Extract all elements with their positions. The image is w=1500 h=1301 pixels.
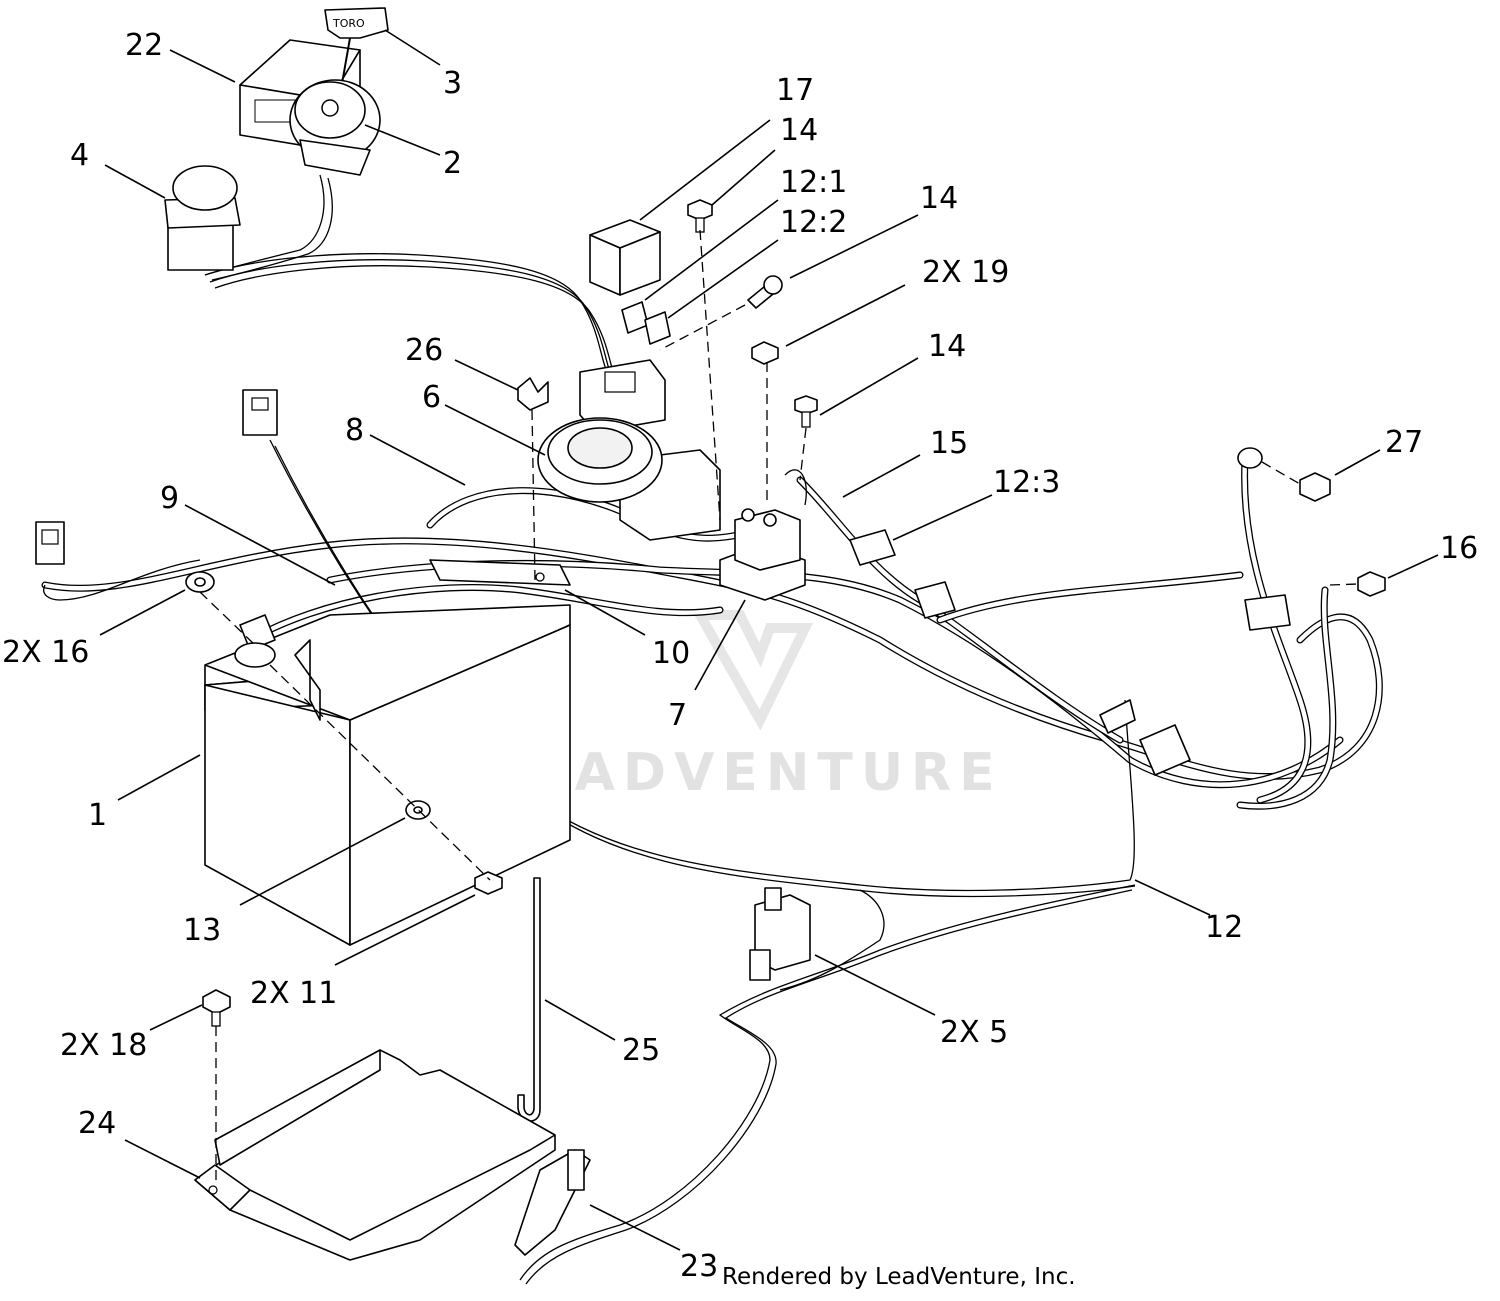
nut-right	[1357, 571, 1386, 597]
callout-12-2: 12:2	[780, 205, 847, 240]
callouts: 22 3 2 4 17 14 12:1 12:2 14 2X 19 26 14 …	[2, 28, 1478, 1284]
flange-screw	[202, 989, 231, 1027]
callout-5: 2X 5	[940, 1015, 1008, 1050]
relay	[589, 219, 661, 296]
fuses	[621, 301, 671, 345]
battery-bolt	[474, 871, 503, 895]
starter-solenoid	[719, 469, 807, 601]
pto-switch	[164, 165, 241, 271]
callout-14-mid: 14	[920, 181, 958, 216]
callout-13: 13	[183, 913, 221, 948]
left-connector	[35, 521, 65, 565]
callout-25: 25	[622, 1033, 660, 1068]
callout-19: 2X 19	[922, 255, 1009, 290]
callout-14-low: 14	[928, 329, 966, 364]
seat-switch	[749, 887, 811, 981]
washer-left	[185, 571, 215, 593]
callout-12-3: 12:3	[993, 465, 1060, 500]
callout-16-right: 16	[1440, 531, 1478, 566]
ignition-switch	[289, 79, 381, 176]
callout-2: 2	[443, 146, 462, 181]
nut	[751, 341, 779, 365]
callout-9: 9	[160, 481, 179, 516]
callout-12: 12	[1205, 910, 1243, 945]
watermark: LEADVENTURE	[490, 610, 1003, 803]
harness-connectors-right	[849, 529, 1291, 776]
toro-tag: TORO	[332, 17, 365, 30]
j-bolt	[517, 877, 541, 1122]
callout-7: 7	[668, 698, 687, 733]
callout-16-left: 2X 16	[2, 635, 89, 670]
callout-23: 23	[680, 1249, 718, 1284]
harness-connector	[242, 389, 278, 436]
assembly-lines	[199, 229, 1359, 1185]
callout-10: 10	[652, 636, 690, 671]
callout-12-1: 12:1	[780, 165, 847, 200]
washer	[405, 800, 431, 820]
callout-26: 26	[405, 333, 443, 368]
callout-3: 3	[443, 66, 462, 101]
ground-bolt	[1237, 447, 1331, 502]
battery-tray	[194, 1049, 556, 1261]
callout-27: 27	[1385, 425, 1423, 460]
callout-1: 1	[88, 798, 107, 833]
callout-4: 4	[70, 138, 89, 173]
render-credit: Rendered by LeadVenture, Inc.	[722, 1264, 1076, 1290]
battery-terminal	[234, 614, 276, 668]
callout-22: 22	[125, 28, 163, 63]
callout-24: 24	[78, 1106, 116, 1141]
watermark-text: LEADVENTURE	[490, 743, 1003, 803]
callout-11: 2X 11	[250, 976, 337, 1011]
battery	[204, 604, 571, 946]
interlock-connector	[514, 1149, 591, 1256]
callout-15: 15	[930, 426, 968, 461]
callout-18: 2X 18	[60, 1028, 147, 1063]
screw-top	[687, 199, 713, 233]
callout-6: 6	[422, 380, 441, 415]
screw-lower	[794, 395, 818, 428]
fuse-block	[579, 359, 666, 433]
terminal-boot	[537, 417, 721, 541]
wing-nut	[517, 377, 549, 411]
callout-8: 8	[345, 413, 364, 448]
screw-mid	[747, 275, 783, 309]
callout-17: 17	[776, 73, 814, 108]
callout-14-top: 14	[780, 113, 818, 148]
